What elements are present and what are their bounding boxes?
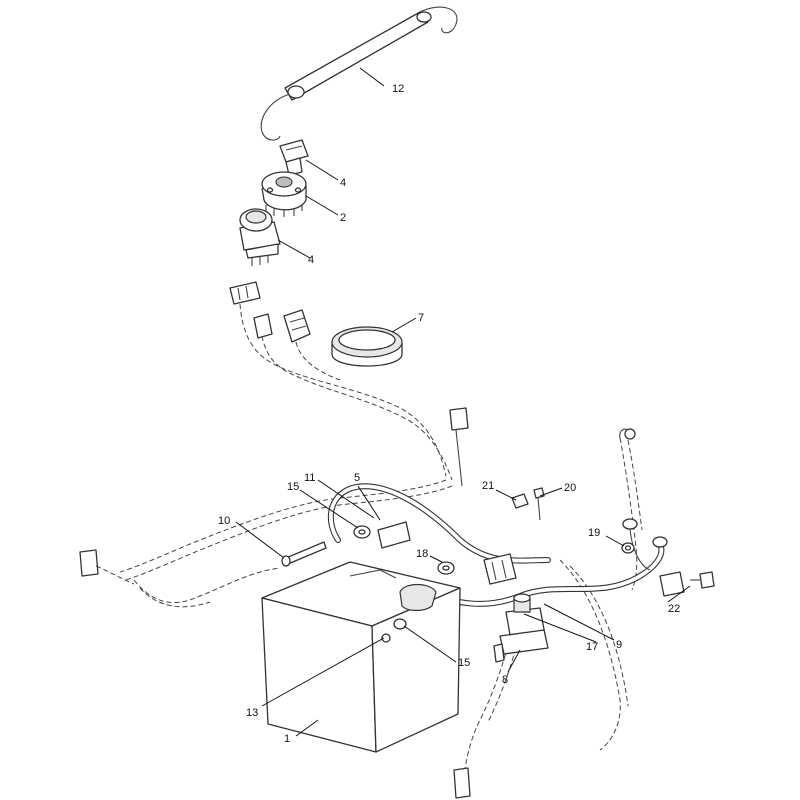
callout-19: 19 (588, 527, 600, 539)
callout-4: 4 (308, 254, 314, 266)
callout-22: 22 (668, 603, 680, 615)
leader-lines (235, 67, 691, 737)
strap-part (260, 6, 458, 141)
pto-switch-part (239, 208, 281, 266)
harness-connectors-upper (229, 281, 311, 343)
callout-8: 8 (502, 674, 508, 686)
callout-5: 5 (354, 472, 360, 484)
callout-12: 12 (392, 83, 404, 95)
grommet-part (331, 326, 403, 367)
wire-harness (79, 303, 643, 799)
callout-21: 21 (482, 480, 494, 492)
bolt-and-nut-parts (511, 487, 545, 521)
battery-part (261, 561, 461, 753)
ignition-switch-part (261, 171, 307, 217)
terminal-hardware-parts (281, 521, 455, 643)
callout-10: 10 (218, 515, 230, 527)
callout-2: 2 (340, 212, 346, 224)
callout-3: 4 (340, 177, 346, 189)
key-part (279, 139, 309, 176)
callout-13: 13 (246, 707, 258, 719)
callout-17: 17 (586, 641, 598, 653)
callout-7: 7 (418, 312, 424, 324)
callout-20: 20 (564, 482, 576, 494)
solenoid-part (493, 593, 549, 663)
battery-cable-part (327, 483, 668, 607)
callout-9: 9 (616, 639, 622, 651)
callout-15-lower: 15 (458, 657, 470, 669)
callout-18: 18 (416, 548, 428, 560)
callout-1: 1 (284, 733, 290, 745)
callout-15-upper: 15 (287, 481, 299, 493)
callout-11: 11 (304, 472, 315, 484)
small-hardware-parts (621, 542, 715, 597)
callout-labels: 12 4 2 4 7 5 11 15 10 18 21 20 19 22 9 1… (218, 83, 680, 745)
harness-connector-main (483, 553, 517, 585)
